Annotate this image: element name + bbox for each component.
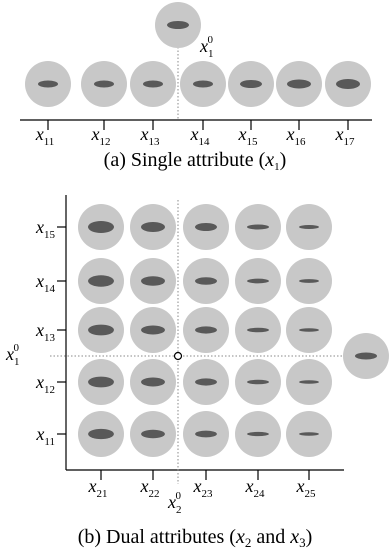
panel-b-y-ticks: x15 x14 x13 x12 x11 [35,217,66,448]
panel-b-x-tick-label: x21 [88,476,108,500]
panel-a-disc-4 [180,61,226,107]
panel-a-tick-label: x13 [140,124,161,148]
panel-b-origin-x-label: x20 [167,490,182,516]
panel-a-disc-7 [325,61,371,107]
panel-a-tick-label: x17 [335,124,356,148]
panel-b-y-tick-label: x15 [35,217,56,241]
panel-a-disc-3 [130,61,176,107]
panel-b-disc [78,411,124,457]
panel-b-disc [235,307,281,353]
panel-b-x-ticks: x21 x22 x23 x24 x25 [88,470,317,500]
panel-b-disc [130,359,176,405]
panel-b-origin-marker [173,351,183,361]
panel-a-tick-label: x12 [91,124,111,148]
panel-b-disc [130,258,176,304]
panel-a-disc-5 [228,61,274,107]
panel-b-x-tick-label: x24 [245,476,266,500]
panel-a-tick-label: x14 [190,124,211,148]
panel-b-discs [78,204,332,457]
panel-a-top-disc [155,2,201,48]
panel-b-caption: (b) Dual attributes (x2 and x3) [78,526,313,550]
panel-a-tick-label: x16 [286,124,307,148]
panel-a-disc-6 [276,61,322,107]
panel-a-discs [25,61,371,107]
panel-b-y-tick-label: x13 [35,320,56,344]
panel-b-disc [286,411,332,457]
panel-b-disc [286,204,332,250]
panel-b-disc [78,307,124,353]
panel-b-disc [183,258,229,304]
panel-b-x-tick-label: x25 [296,476,317,500]
panel-b-disc [78,359,124,405]
panel-a-top-label: x10 [199,34,214,60]
panel-a-tick-label: x11 [35,124,55,148]
panel-a-caption: (a) Single attribute (x1) [104,149,287,173]
panel-a-single-attribute: x10 x11 x12 x13 x14 x15 x16 x17 (a) Single att… [20,2,372,173]
panel-b-y-tick-label: x12 [35,372,55,396]
panel-b-disc [235,204,281,250]
panel-b-disc [130,411,176,457]
panel-b-disc [286,307,332,353]
panel-b-disc [78,258,124,304]
panel-a-disc-1 [25,61,71,107]
panel-b-disc [130,307,176,353]
panel-a-disc-2 [81,61,127,107]
panel-b-x-tick-label: x22 [140,476,160,500]
panel-b-x-tick-label: x23 [193,476,214,500]
panel-b-origin-y-label: x10 [5,342,20,368]
panel-b-disc [235,359,281,405]
panel-b-y-tick-label: x14 [35,271,56,295]
panel-b-disc [183,411,229,457]
panel-a-ticks: x11 x12 x13 x14 x15 x16 x17 [35,120,355,148]
panel-b-disc [235,258,281,304]
panel-b-disc [286,359,332,405]
panel-b-disc [183,204,229,250]
panel-b-disc [78,204,124,250]
panel-b-disc [183,307,229,353]
panel-b-disc [130,204,176,250]
panel-b-disc [235,411,281,457]
panel-b-y-tick-label: x11 [35,424,55,448]
panel-a-tick-label: x15 [238,124,259,148]
panel-b-disc [183,359,229,405]
panel-b-disc [286,258,332,304]
panel-b-right-disc [343,333,389,379]
